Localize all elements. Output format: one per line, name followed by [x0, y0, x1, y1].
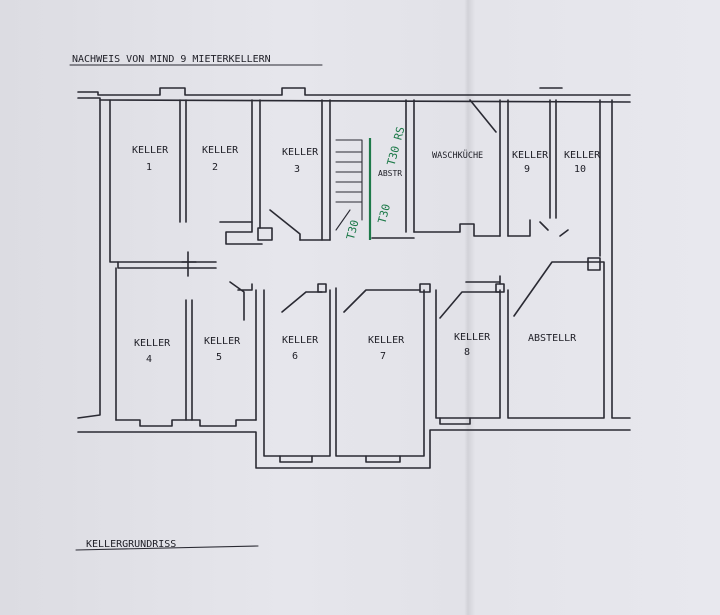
abstellr-pillar — [587, 257, 601, 271]
k6-pillar — [317, 283, 327, 293]
label-keller-7: KELLER — [368, 335, 405, 346]
header-title: NACHWEIS VON MIND 9 MIETERKELLERN — [72, 54, 271, 65]
label-keller-4: KELLER — [134, 338, 171, 349]
label-keller-9: KELLER — [512, 150, 549, 161]
right-walls — [599, 99, 631, 419]
left-inner-wall — [109, 99, 217, 263]
bottom-outer-wall — [77, 429, 631, 469]
label-num-4: 4 — [146, 354, 152, 365]
label-abstellr: ABSTELLR — [528, 333, 577, 344]
k6-door — [281, 291, 323, 313]
label-keller-6: KELLER — [282, 335, 319, 346]
wall-k3-stair — [321, 99, 331, 241]
keller-6-walls — [255, 289, 331, 457]
wall-k4-k5 — [185, 299, 193, 421]
label-keller-2: KELLER — [202, 145, 239, 156]
k7-pillar — [419, 283, 431, 293]
door-k5 — [229, 281, 253, 321]
label-num-2: 2 — [212, 162, 218, 173]
stair-arrow — [335, 209, 351, 231]
pillar-k3 — [257, 227, 273, 241]
label-num-9: 9 — [524, 164, 530, 175]
label-num-10: 10 — [574, 164, 586, 175]
annotation-t30-a: T30 — [344, 219, 362, 242]
door-k3 — [269, 209, 301, 241]
label-num-8: 8 — [464, 347, 470, 358]
label-num-6: 6 — [292, 351, 298, 362]
wall-k1-k2 — [179, 99, 187, 223]
wall-abstr-wasch — [405, 99, 415, 233]
keller-7-walls — [335, 287, 425, 457]
k7-window — [365, 455, 401, 463]
corridor-wall — [117, 251, 217, 277]
wall-wasch-k9 — [499, 99, 509, 237]
annotation-t30rs: T30 RS — [385, 125, 408, 167]
label-num-7: 7 — [380, 351, 386, 362]
wasch-bottom — [413, 223, 501, 237]
k6-window — [279, 455, 313, 463]
annotation-t30-b: T30 — [375, 202, 393, 225]
abstellr-walls — [507, 261, 605, 419]
keller-8-walls — [435, 289, 501, 419]
label-num-5: 5 — [216, 352, 222, 363]
label-keller-10: KELLER — [564, 150, 601, 161]
label-keller-8: KELLER — [454, 332, 491, 343]
k10-door — [539, 221, 569, 237]
left-wall — [77, 99, 101, 419]
label-keller-5: KELLER — [204, 336, 241, 347]
bottom-k4-k5 — [115, 419, 257, 427]
k8-window — [439, 417, 471, 425]
k8-pillar — [495, 283, 505, 293]
k9-bottom — [507, 219, 531, 237]
wall-k9-k10 — [549, 99, 557, 219]
wall-k2-k3 — [225, 99, 263, 245]
top-wall-inner — [77, 97, 631, 103]
footer-underline — [75, 545, 259, 551]
wasch-door — [469, 99, 497, 133]
corridor-right — [465, 275, 501, 285]
label-keller-1: KELLER — [132, 145, 169, 156]
label-keller-3: KELLER — [282, 147, 319, 158]
label-waschkueche: WASCHKÜCHE — [432, 150, 483, 161]
staircase — [335, 139, 363, 221]
top-wall — [77, 87, 631, 96]
wall-k3-left — [219, 99, 261, 229]
footer-title: KELLERGRUNDRISS — [86, 539, 176, 550]
label-num-1: 1 — [146, 162, 152, 173]
label-abstr: ABSTR — [378, 169, 402, 178]
label-num-3: 3 — [294, 164, 300, 175]
